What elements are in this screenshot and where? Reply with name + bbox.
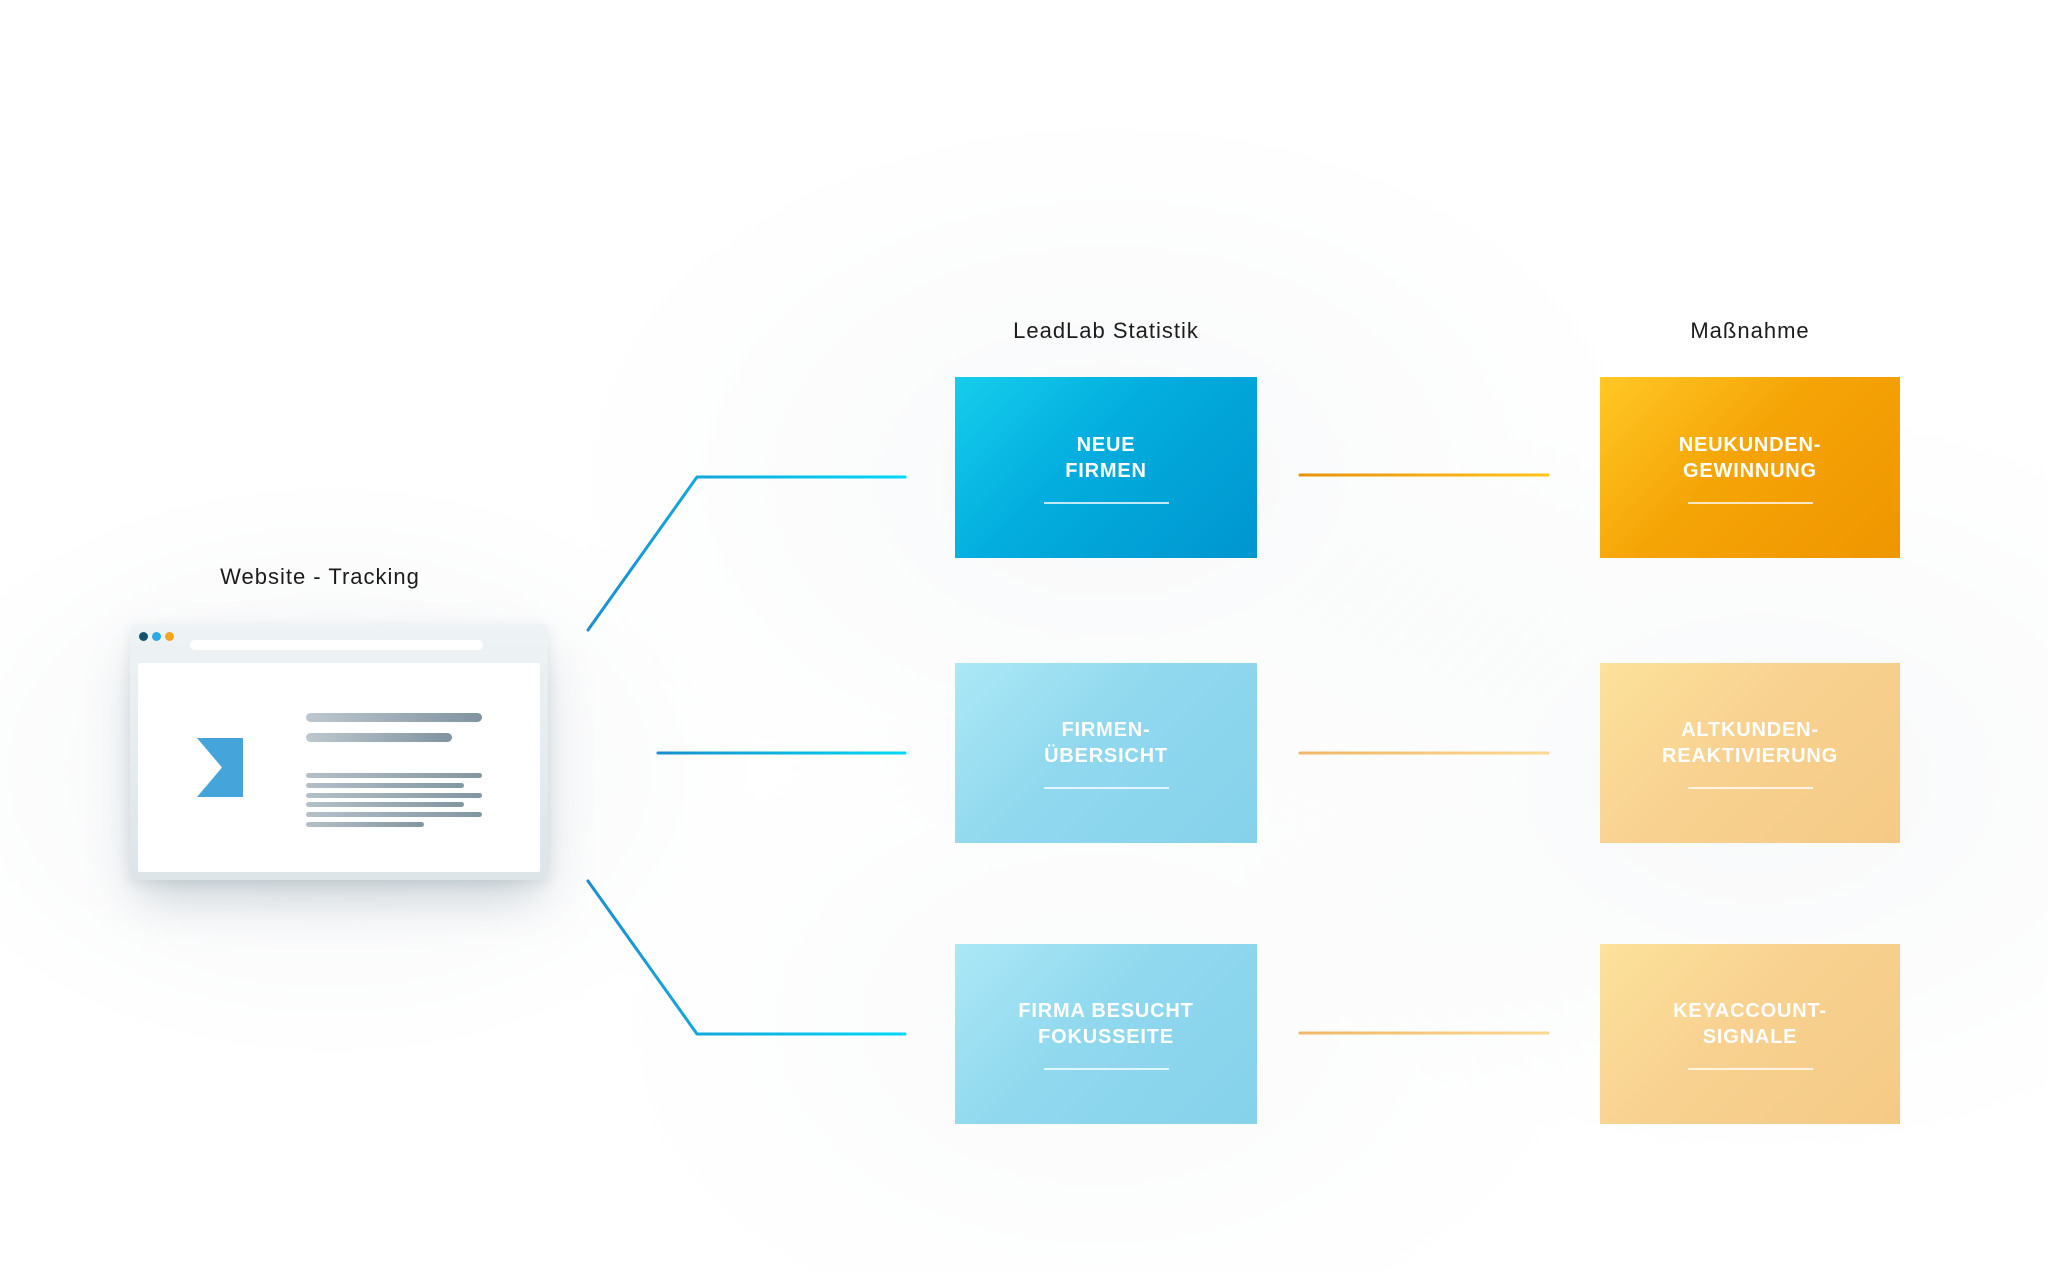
text-placeholder-line xyxy=(306,783,464,788)
browser-window xyxy=(130,624,548,880)
box-underline-decoration xyxy=(1043,1068,1169,1070)
stat-box-firma-besucht-fokusseite: FIRMA BESUCHT FOKUSSEITE xyxy=(955,944,1257,1124)
box-label: NEUKUNDEN- GEWINNUNG xyxy=(1679,432,1821,484)
box-label-line: ÜBERSICHT xyxy=(1044,745,1168,767)
text-placeholder-line xyxy=(306,793,482,798)
box-label: ALTKUNDEN- REAKTIVIERUNG xyxy=(1662,717,1838,769)
box-label-line: ALTKUNDEN- xyxy=(1681,719,1819,741)
stat-box-firmenuebersicht: FIRMEN- ÜBERSICHT xyxy=(955,663,1257,843)
text-placeholder-line xyxy=(306,802,464,807)
action-box-neukundengewinnung: NEUKUNDEN- GEWINNUNG xyxy=(1600,377,1900,558)
box-label: KEYACCOUNT- SIGNALE xyxy=(1673,998,1827,1050)
box-label-line: FIRMEN xyxy=(1065,459,1147,482)
window-dot-icon xyxy=(139,632,148,641)
text-placeholder-line xyxy=(306,713,482,722)
browser-content xyxy=(138,663,540,872)
action-column-header: Maßnahme xyxy=(1690,318,1810,343)
action-box-keyaccount-signale: KEYACCOUNT- SIGNALE xyxy=(1600,944,1900,1124)
company-logo-icon xyxy=(197,738,243,797)
stat-box-neue-firmen: NEUE FIRMEN xyxy=(955,377,1257,558)
box-label-line: FIRMA BESUCHT xyxy=(1018,1000,1194,1022)
source-label: Website - Tracking xyxy=(220,564,420,589)
address-bar xyxy=(190,640,483,650)
box-label: FIRMA BESUCHT FOKUSSEITE xyxy=(1018,998,1193,1050)
text-placeholder-line xyxy=(306,733,452,742)
connector-source-to-stat-1 xyxy=(586,475,907,632)
box-underline-decoration xyxy=(1043,787,1169,789)
text-placeholder-line xyxy=(306,822,424,827)
text-placeholder-line xyxy=(306,773,482,778)
box-underline-decoration xyxy=(1043,501,1169,504)
box-label-line: FIRMEN- xyxy=(1061,719,1151,741)
box-label-line: REAKTIVIERUNG xyxy=(1662,745,1838,767)
box-label-line: NEUKUNDEN- xyxy=(1678,433,1822,456)
box-label: NEUE FIRMEN xyxy=(1065,432,1146,484)
box-label-line: SIGNALE xyxy=(1702,1026,1798,1048)
window-dot-icon xyxy=(152,632,161,641)
box-label-line: KEYACCOUNT- xyxy=(1673,1000,1827,1022)
box-underline-decoration xyxy=(1687,501,1813,504)
box-label-line: NEUE xyxy=(1076,433,1136,456)
box-label-line: FOKUSSEITE xyxy=(1038,1026,1174,1048)
box-label: FIRMEN- ÜBERSICHT xyxy=(1044,717,1168,769)
box-underline-decoration xyxy=(1687,1068,1813,1070)
box-underline-decoration xyxy=(1687,787,1813,789)
stat-column-header: LeadLab Statistik xyxy=(1013,318,1199,343)
action-box-altkundenreaktivierung: ALTKUNDEN- REAKTIVIERUNG xyxy=(1600,663,1900,843)
text-placeholder-line xyxy=(306,812,482,817)
box-label-line: GEWINNUNG xyxy=(1683,459,1817,482)
connector-source-to-stat-3 xyxy=(586,879,907,1036)
window-dot-icon xyxy=(165,632,174,641)
